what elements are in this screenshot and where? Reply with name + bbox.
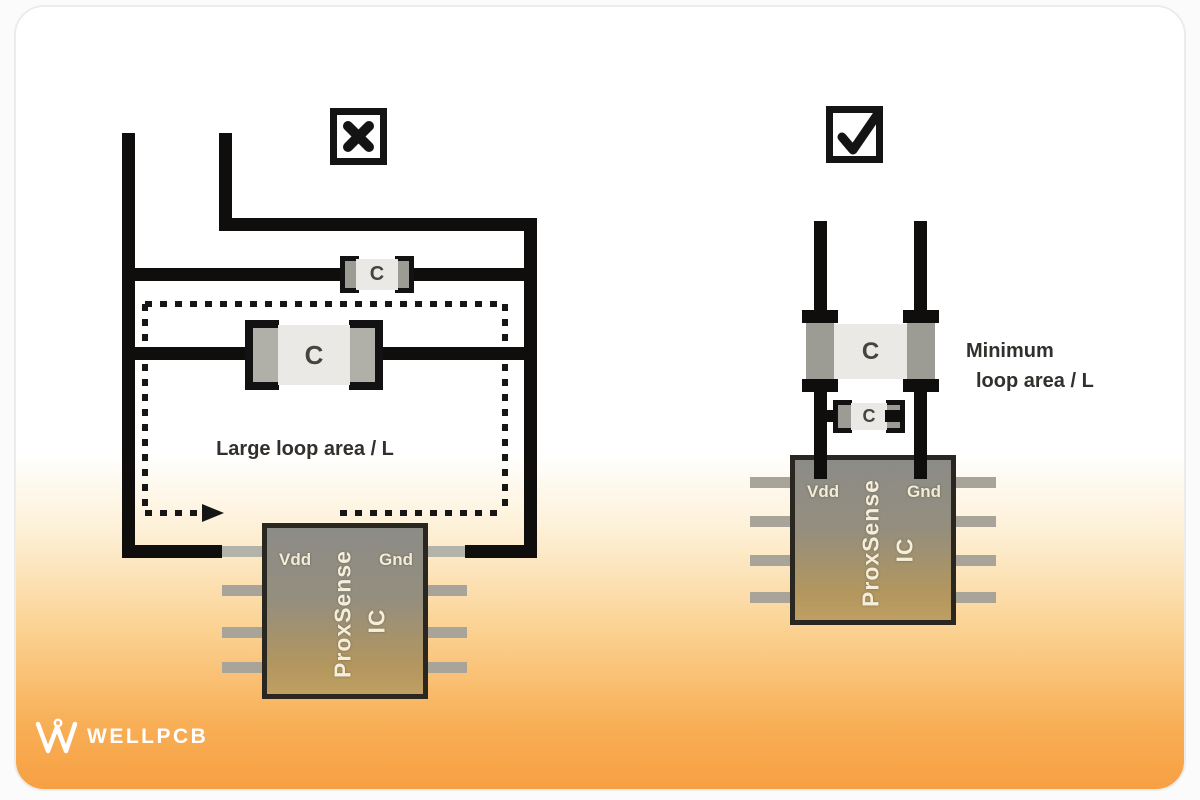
x-mark-icon xyxy=(330,108,387,165)
capacitor-terminal xyxy=(395,256,414,293)
ic-pin xyxy=(750,592,790,603)
ic-pin xyxy=(427,627,467,638)
capacitor-terminal xyxy=(340,256,359,293)
capacitor-terminal xyxy=(245,320,279,390)
ic-pin xyxy=(427,585,467,596)
proxsense-ic-right: Vdd Gnd ProxSense IC xyxy=(790,455,956,625)
right-caption-line1: Minimum xyxy=(966,340,1054,362)
main-capacitor: C xyxy=(278,325,350,385)
ic-pin xyxy=(750,516,790,527)
chip-name: ProxSense xyxy=(857,479,884,608)
chip-name-suffix: IC xyxy=(891,537,918,563)
trace-foot-left xyxy=(122,545,222,558)
top-capacitor: C xyxy=(356,259,398,290)
ic-pin xyxy=(956,477,996,488)
trace-stub xyxy=(802,310,838,323)
trace-top-horizontal xyxy=(219,218,537,231)
ic-pin xyxy=(222,546,262,557)
trace-stub xyxy=(903,379,939,392)
trace-stub xyxy=(818,410,836,422)
large-loop-dashed-outline xyxy=(142,301,508,522)
ic-pin xyxy=(427,662,467,673)
ic-pin xyxy=(956,516,996,527)
ic-pin xyxy=(956,592,996,603)
gnd-label: Gnd xyxy=(907,482,941,501)
trace-left-vertical xyxy=(122,133,135,558)
right-caption-line2: loop area / L xyxy=(976,370,1094,392)
x-mark-glyph xyxy=(343,121,374,152)
trace-foot-right xyxy=(465,545,537,558)
capacitor-terminal xyxy=(907,322,935,380)
check-mark-glyph xyxy=(837,110,882,155)
main-capacitor: C xyxy=(834,324,907,379)
trace-right-vertical xyxy=(524,218,537,558)
small-capacitor: C xyxy=(851,403,887,430)
ic-pin xyxy=(222,585,262,596)
arrow-right-icon xyxy=(202,504,224,522)
ic-pin xyxy=(427,546,467,557)
chip-name: ProxSense xyxy=(329,550,356,679)
brand-logo-text: WELLPCB xyxy=(87,725,209,748)
ic-pin xyxy=(750,477,790,488)
gnd-label: Gnd xyxy=(379,550,413,569)
ic-pin xyxy=(222,662,262,673)
ic-pin xyxy=(750,555,790,566)
vdd-label: Vdd xyxy=(807,482,840,501)
ic-pin xyxy=(222,627,262,638)
proxsense-ic-left: Vdd Gnd ProxSense IC xyxy=(262,523,428,699)
right-caption: Minimum loop area / L xyxy=(962,336,1162,396)
trace-stub xyxy=(903,310,939,323)
trace-upper-rail xyxy=(122,268,537,281)
check-mark-icon xyxy=(826,106,883,163)
chip-name-suffix: IC xyxy=(363,608,390,634)
vdd-label: Vdd xyxy=(279,550,312,569)
trace-inner-vertical xyxy=(219,133,232,231)
diagram-card xyxy=(14,5,1186,791)
capacitor-terminal xyxy=(806,322,834,380)
left-caption: Large loop area / L xyxy=(216,438,394,460)
capacitor-terminal xyxy=(349,320,383,390)
wellpcb-w-icon xyxy=(35,718,78,754)
trace-stub xyxy=(802,379,838,392)
ic-pin xyxy=(956,555,996,566)
brand-logo: WELLPCB xyxy=(34,718,208,756)
trace-stub xyxy=(885,410,903,422)
